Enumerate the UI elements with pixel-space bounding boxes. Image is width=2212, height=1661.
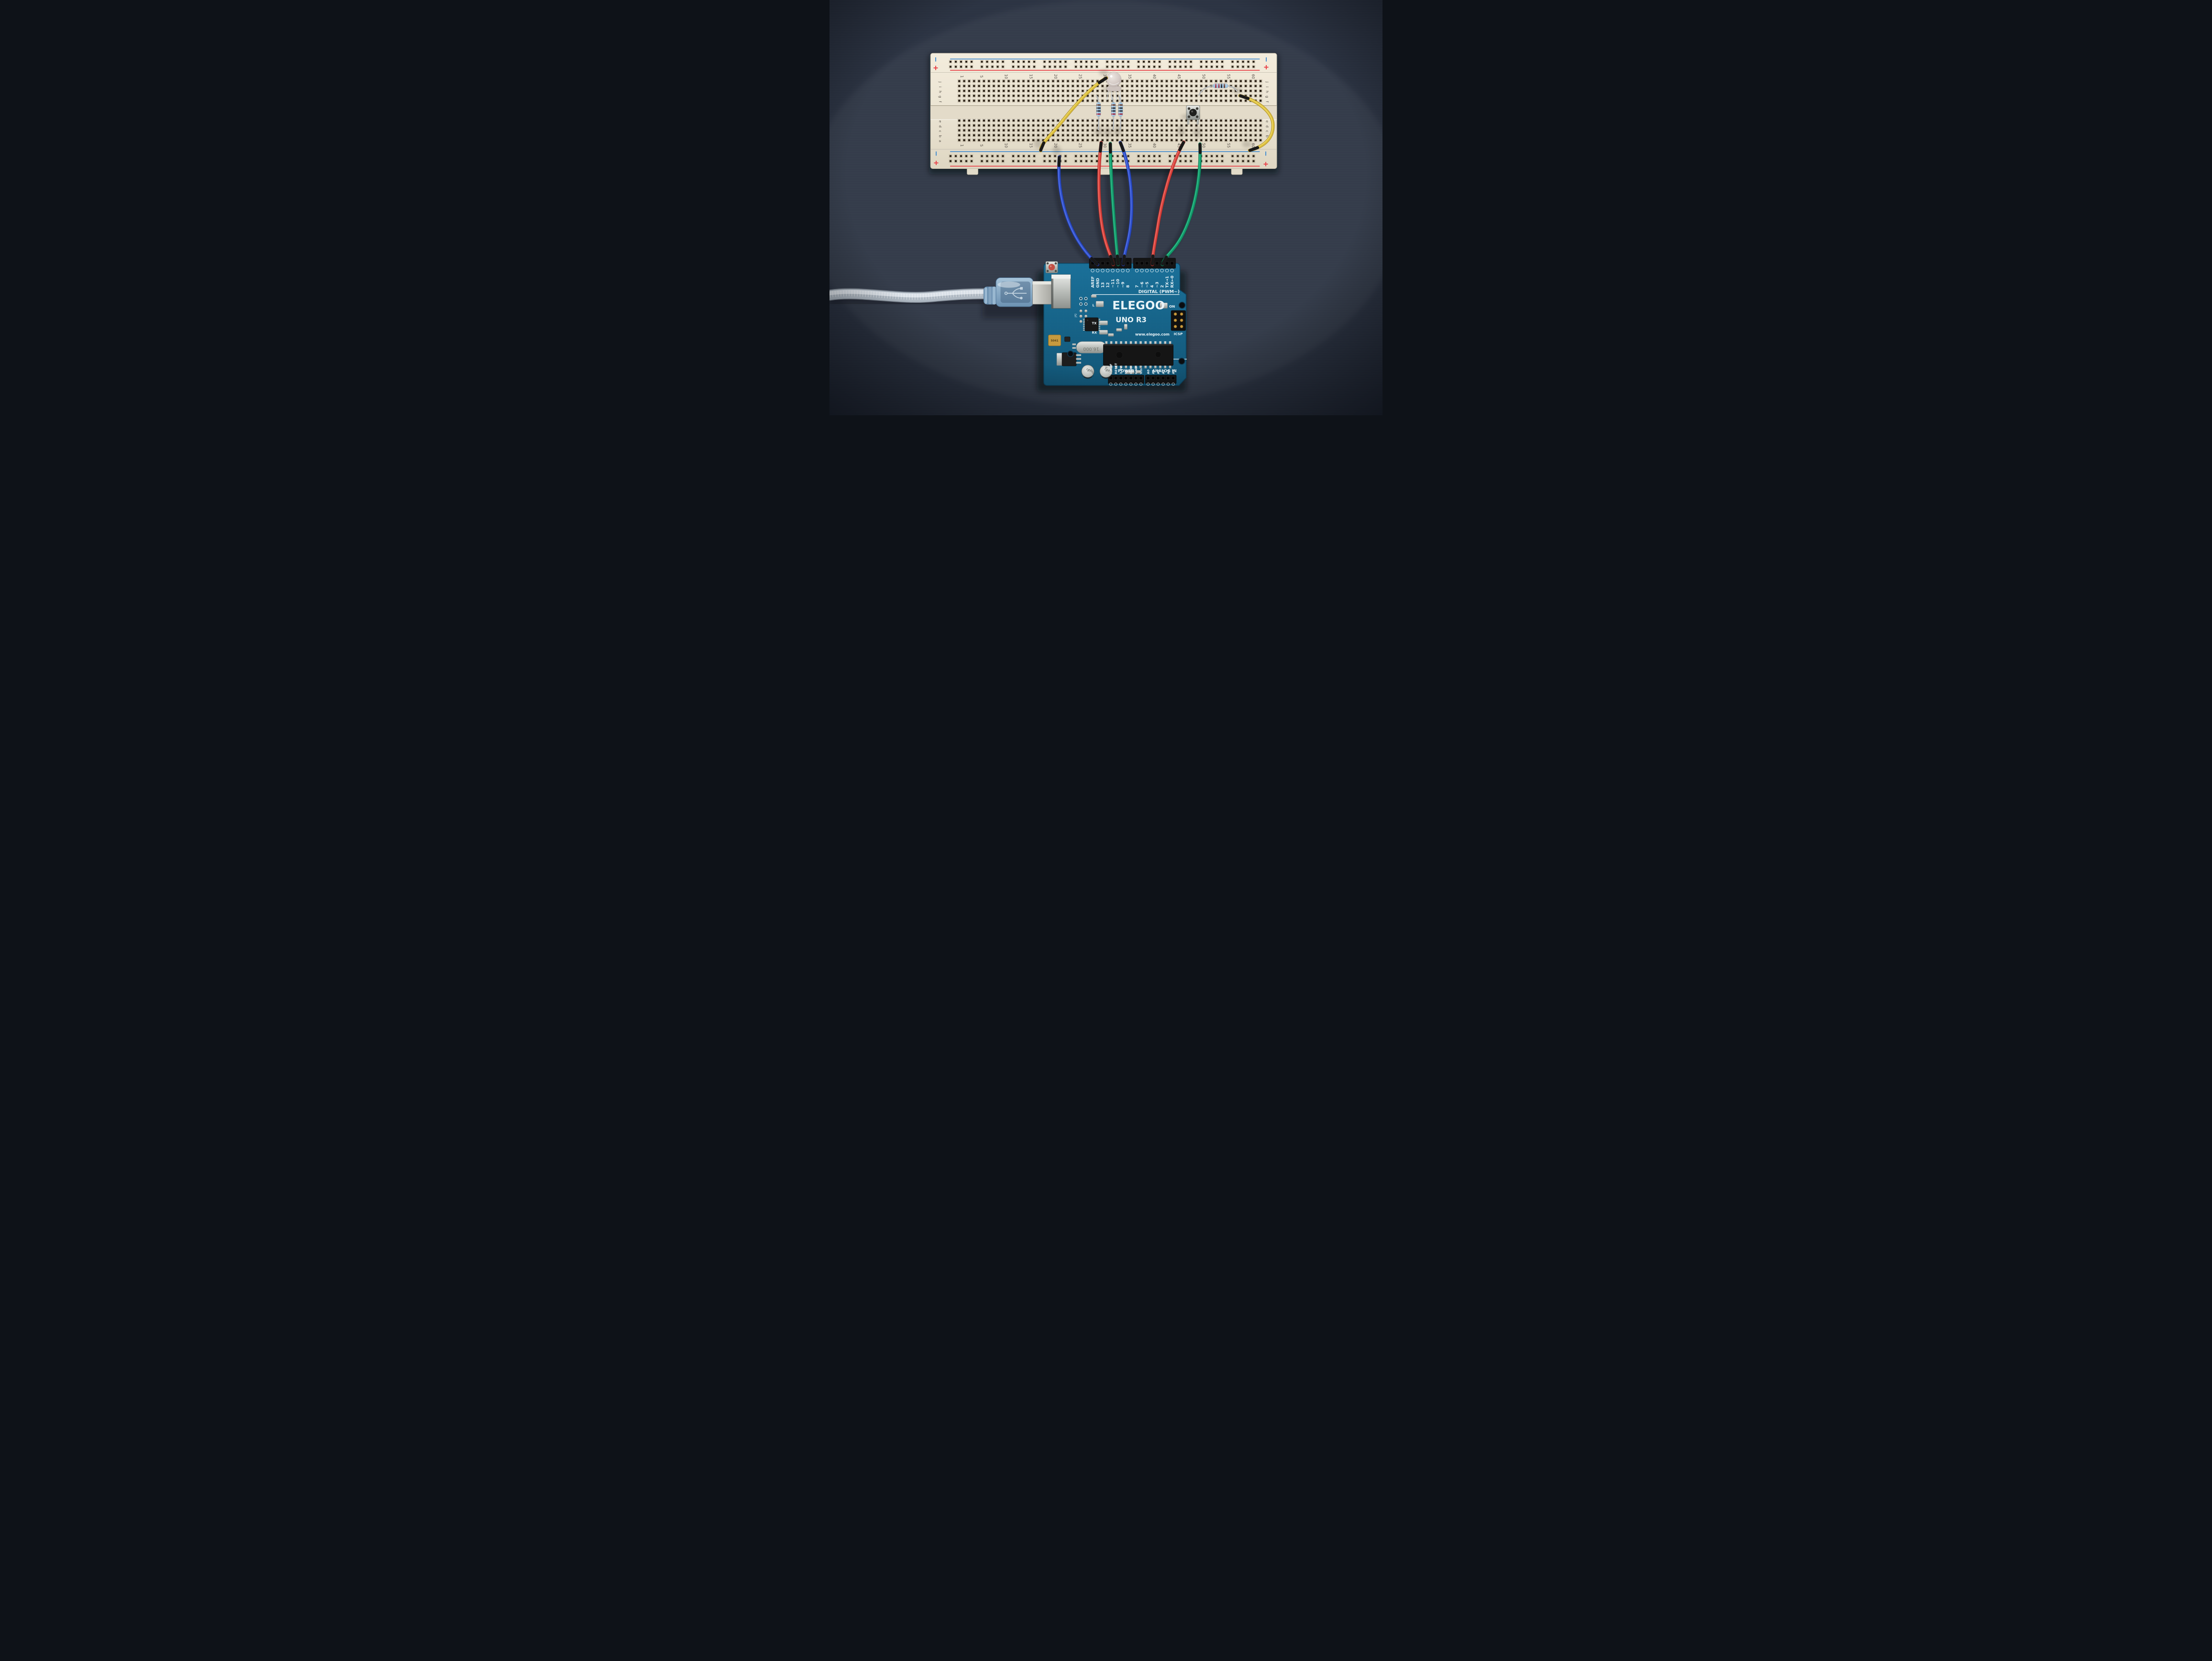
vignette-overlay <box>830 0 1382 415</box>
breadboard-arduino-photo: 1155101015152020252530303535404045455050… <box>830 0 1382 415</box>
photo-stage: 1155101015152020252530303535404045455050… <box>830 0 1382 415</box>
photo-vignette <box>830 0 1382 415</box>
